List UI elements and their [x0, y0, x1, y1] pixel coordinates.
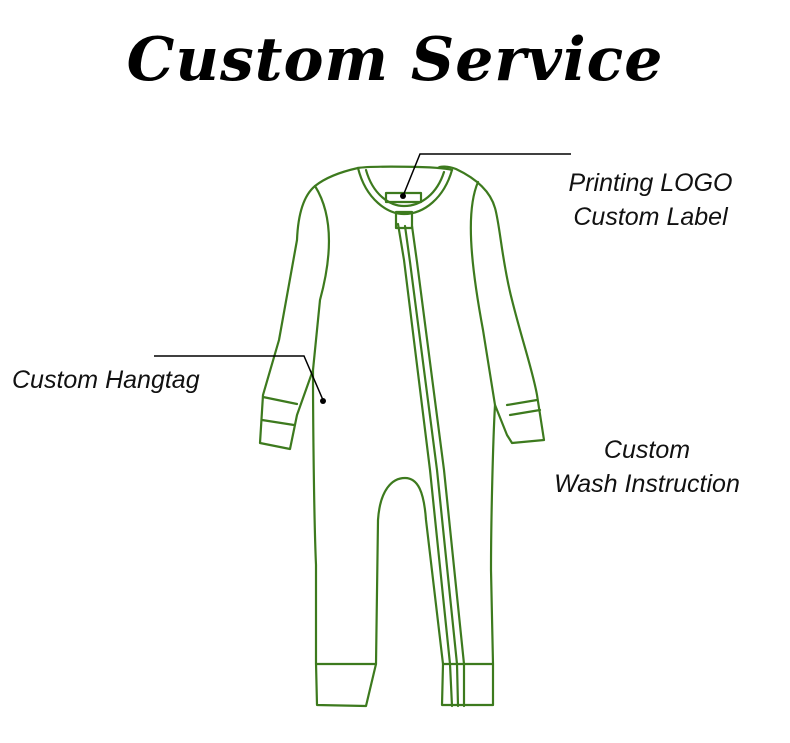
wash-callout-line2: Wash Instruction [554, 470, 740, 498]
leader-lines [154, 153, 571, 401]
zipper-pull [394, 210, 414, 230]
wash-instruction-callout: Custom Wash Instruction [532, 433, 762, 501]
page-title: Custom Service [126, 25, 664, 95]
hangtag-callout-text: Custom Hangtag [12, 366, 200, 394]
romper-outline [258, 165, 546, 708]
neckline-outer [356, 166, 454, 216]
wash-callout-line1: Custom [603, 436, 691, 464]
hangtag-leader-line [154, 355, 324, 401]
neck-collar-top [356, 165, 454, 172]
right-cuff [505, 398, 542, 417]
logo-leader-dot [400, 193, 406, 199]
logo-leader-line [402, 153, 571, 197]
zipper-line-2 [403, 224, 460, 708]
logo-callout-line2: Custom Label [573, 203, 728, 231]
logo-label-callout: Printing LOGO Custom Label [548, 166, 753, 234]
romper-body [258, 165, 546, 708]
right-shoulder-seam [469, 180, 497, 407]
neckline-inner [364, 168, 446, 208]
left-shoulder-seam [311, 184, 331, 372]
zipper-line-1 [396, 222, 454, 708]
zipper-line-3 [410, 224, 466, 708]
left-cuff [260, 395, 299, 427]
hangtag-leader-dot [320, 398, 326, 404]
logo-callout-line1: Printing LOGO [568, 169, 733, 197]
hangtag-callout: Custom Hangtag [12, 363, 200, 397]
